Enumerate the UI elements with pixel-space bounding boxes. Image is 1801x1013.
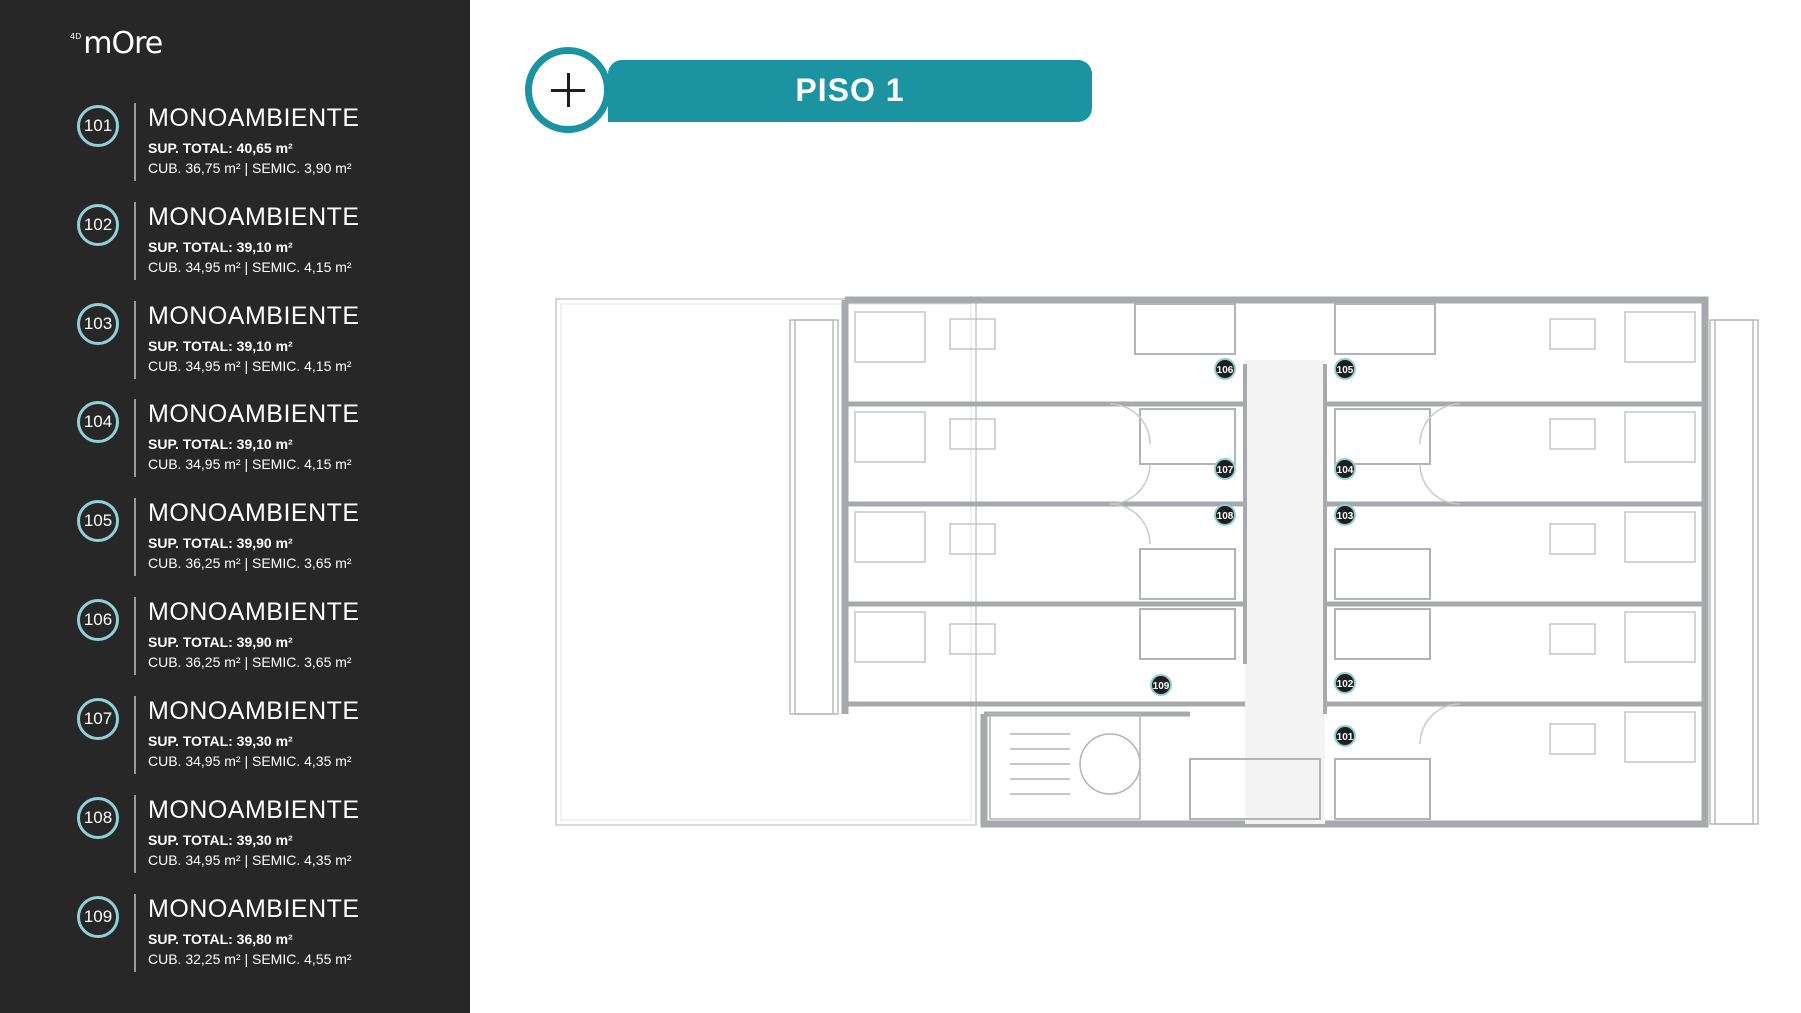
- terrace-outline: [555, 298, 977, 826]
- unit-item-107[interactable]: 107 MONOAMBIENTE SUP. TOTAL: 39,30 m² CU…: [76, 696, 456, 778]
- floor-title-bar: PISO 1: [608, 60, 1092, 122]
- unit-total-area: SUP. TOTAL: 39,10 m²: [148, 338, 293, 354]
- plan-label-102: 102: [1334, 672, 1356, 694]
- unit-total-area: SUP. TOTAL: 40,65 m²: [148, 140, 293, 156]
- divider: [134, 894, 136, 972]
- unit-area-detail: CUB. 36,25 m² | SEMIC. 3,65 m²: [148, 654, 352, 670]
- plan-label-107: 107: [1214, 458, 1236, 480]
- svg-text:107: 107: [1217, 465, 1234, 476]
- unit-total-area: SUP. TOTAL: 39,10 m²: [148, 436, 293, 452]
- unit-number-badge: 105: [77, 500, 119, 542]
- plan-label-109: 109: [1150, 674, 1172, 696]
- divider: [134, 498, 136, 576]
- unit-number-badge: 108: [77, 797, 119, 839]
- unit-item-103[interactable]: 103 MONOAMBIENTE SUP. TOTAL: 39,10 m² CU…: [76, 301, 456, 383]
- plan-label-103: 103: [1334, 504, 1356, 526]
- unit-total-area: SUP. TOTAL: 39,30 m²: [148, 733, 293, 749]
- unit-number-badge: 103: [77, 303, 119, 345]
- unit-total-area: SUP. TOTAL: 39,90 m²: [148, 535, 293, 551]
- unit-type: MONOAMBIENTE: [148, 400, 360, 428]
- sidebar: 4DmOre 101 MONOAMBIENTE SUP. TOTAL: 40,6…: [0, 0, 470, 1013]
- unit-type: MONOAMBIENTE: [148, 302, 360, 330]
- unit-item-108[interactable]: 108 MONOAMBIENTE SUP. TOTAL: 39,30 m² CU…: [76, 795, 456, 877]
- plus-button[interactable]: [525, 47, 611, 133]
- unit-type: MONOAMBIENTE: [148, 104, 360, 132]
- svg-text:108: 108: [1217, 511, 1234, 522]
- unit-area-detail: CUB. 34,95 m² | SEMIC. 4,35 m²: [148, 753, 352, 769]
- unit-total-area: SUP. TOTAL: 36,80 m²: [148, 931, 293, 947]
- svg-text:109: 109: [1153, 681, 1170, 692]
- unit-type: MONOAMBIENTE: [148, 796, 360, 824]
- unit-area-detail: CUB. 36,25 m² | SEMIC. 3,65 m²: [148, 555, 352, 571]
- unit-type: MONOAMBIENTE: [148, 499, 360, 527]
- unit-area-detail: CUB. 34,95 m² | SEMIC. 4,15 m²: [148, 456, 352, 472]
- unit-total-area: SUP. TOTAL: 39,30 m²: [148, 832, 293, 848]
- divider: [134, 103, 136, 181]
- unit-type: MONOAMBIENTE: [148, 895, 360, 923]
- svg-text:101: 101: [1337, 732, 1354, 743]
- unit-item-104[interactable]: 104 MONOAMBIENTE SUP. TOTAL: 39,10 m² CU…: [76, 399, 456, 481]
- divider: [134, 301, 136, 379]
- plan-label-104: 104: [1334, 458, 1356, 480]
- unit-area-detail: CUB. 34,95 m² | SEMIC. 4,15 m²: [148, 358, 352, 374]
- divider: [134, 795, 136, 873]
- unit-number-badge: 109: [77, 896, 119, 938]
- unit-area-detail: CUB. 34,95 m² | SEMIC. 4,35 m²: [148, 852, 352, 868]
- divider: [134, 399, 136, 477]
- unit-total-area: SUP. TOTAL: 39,90 m²: [148, 634, 293, 650]
- unit-item-101[interactable]: 101 MONOAMBIENTE SUP. TOTAL: 40,65 m² CU…: [76, 103, 456, 185]
- unit-number-badge: 104: [77, 401, 119, 443]
- divider: [134, 696, 136, 774]
- unit-area-detail: CUB. 32,25 m² | SEMIC. 4,55 m²: [148, 951, 352, 967]
- unit-item-105[interactable]: 105 MONOAMBIENTE SUP. TOTAL: 39,90 m² CU…: [76, 498, 456, 580]
- unit-number-badge: 107: [77, 698, 119, 740]
- svg-text:102: 102: [1337, 679, 1354, 690]
- unit-area-detail: CUB. 34,95 m² | SEMIC. 4,15 m²: [148, 259, 352, 275]
- unit-type: MONOAMBIENTE: [148, 598, 360, 626]
- unit-area-detail: CUB. 36,75 m² | SEMIC. 3,90 m²: [148, 160, 352, 176]
- divider: [134, 202, 136, 280]
- unit-total-area: SUP. TOTAL: 39,10 m²: [148, 239, 293, 255]
- floor-plan: 106 105 107 104 108 103 109 102 101: [555, 296, 1759, 828]
- svg-text:106: 106: [1217, 365, 1234, 376]
- divider: [134, 597, 136, 675]
- svg-text:104: 104: [1337, 465, 1354, 476]
- unit-type: MONOAMBIENTE: [148, 203, 360, 231]
- unit-number-badge: 102: [77, 204, 119, 246]
- plan-label-108: 108: [1214, 504, 1236, 526]
- svg-text:103: 103: [1337, 511, 1354, 522]
- unit-item-106[interactable]: 106 MONOAMBIENTE SUP. TOTAL: 39,90 m² CU…: [76, 597, 456, 679]
- unit-item-102[interactable]: 102 MONOAMBIENTE SUP. TOTAL: 39,10 m² CU…: [76, 202, 456, 284]
- plan-label-101: 101: [1334, 725, 1356, 747]
- plan-label-106: 106: [1214, 358, 1236, 380]
- plan-label-105: 105: [1334, 358, 1356, 380]
- unit-number-badge: 101: [77, 105, 119, 147]
- brand-logo: 4DmOre: [70, 26, 163, 61]
- unit-type: MONOAMBIENTE: [148, 697, 360, 725]
- svg-text:105: 105: [1337, 365, 1354, 376]
- floor-title: PISO 1: [795, 72, 905, 108]
- unit-number-badge: 106: [77, 599, 119, 641]
- unit-item-109[interactable]: 109 MONOAMBIENTE SUP. TOTAL: 36,80 m² CU…: [76, 894, 456, 976]
